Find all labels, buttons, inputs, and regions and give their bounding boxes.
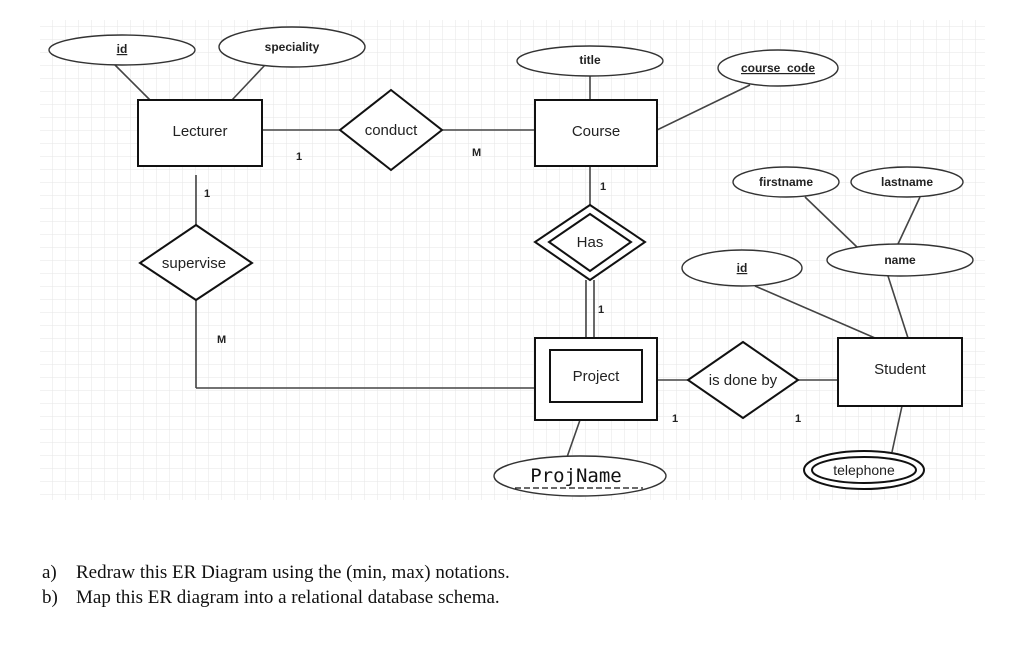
attribute-telephone-label: telephone (833, 462, 895, 478)
question-b-text: Map this ER diagram into a relational da… (76, 587, 500, 608)
attribute-title: title (516, 45, 664, 77)
attribute-title-label: title (579, 53, 601, 67)
attribute-projname-partial-key: ProjName (493, 455, 667, 497)
attribute-student-id-label: id (737, 261, 748, 275)
attribute-lecturer-id: id (48, 34, 196, 66)
entity-lecturer-label: Lecturer (172, 123, 227, 140)
cardinality-supervise-project: M (217, 334, 226, 346)
attribute-firstname-label: firstname (759, 175, 813, 189)
relationship-supervise-label: supervise (162, 255, 226, 272)
entity-course: Course (534, 99, 658, 167)
connector-lines (114, 64, 921, 461)
attribute-lecturer-id-label: id (117, 42, 128, 56)
attribute-lastname-label: lastname (881, 175, 933, 189)
cardinality-isdoneby-student: 1 (795, 413, 801, 425)
entity-project-weak: Project (534, 337, 658, 421)
cardinality-lecturer-supervise: 1 (204, 188, 210, 200)
attribute-course-code: course_code (717, 49, 839, 87)
question-list: a) Redraw this ER Diagram using the (min… (42, 560, 510, 610)
entity-student: Student (837, 337, 963, 407)
question-a-text: Redraw this ER Diagram using the (min, m… (76, 562, 510, 583)
relationship-has-identifying: Has (533, 203, 647, 282)
relationship-conduct-label: conduct (365, 122, 418, 139)
relationship-supervise: supervise (138, 223, 254, 302)
entity-student-label: Student (874, 361, 927, 378)
attribute-projname-label: ProjName (530, 465, 622, 487)
attribute-lastname: lastname (850, 166, 964, 198)
cardinality-conduct-course: M (472, 147, 481, 159)
question-a-label: a) (42, 562, 57, 583)
entity-course-label: Course (572, 123, 620, 140)
entity-lecturer: Lecturer (137, 99, 263, 167)
attribute-speciality: speciality (218, 26, 366, 68)
relationship-is-done-by: is done by (686, 340, 800, 420)
cardinality-lecturer-conduct: 1 (296, 151, 302, 163)
attribute-student-id: id (681, 249, 803, 287)
cardinality-has-project: 1 (598, 304, 604, 316)
entity-project-label: Project (573, 368, 621, 385)
question-b: b) Map this ER diagram into a relational… (42, 585, 510, 610)
er-diagram: Lecturer Course Project Student conduct … (40, 20, 985, 500)
attribute-name-label: name (884, 253, 916, 267)
relationship-is-done-by-label: is done by (709, 372, 778, 389)
attribute-firstname: firstname (732, 166, 840, 198)
cardinality-project-isdoneby: 1 (672, 413, 678, 425)
relationship-has-label: Has (577, 234, 604, 251)
relationship-conduct: conduct (338, 88, 444, 172)
question-a: a) Redraw this ER Diagram using the (min… (42, 560, 510, 585)
cardinality-course-has: 1 (600, 181, 606, 193)
question-b-label: b) (42, 587, 58, 608)
attribute-name-composite: name (826, 243, 974, 277)
attribute-telephone-multivalued: telephone (803, 450, 925, 490)
attribute-speciality-label: speciality (265, 40, 320, 54)
attribute-course-code-label: course_code (741, 61, 815, 75)
